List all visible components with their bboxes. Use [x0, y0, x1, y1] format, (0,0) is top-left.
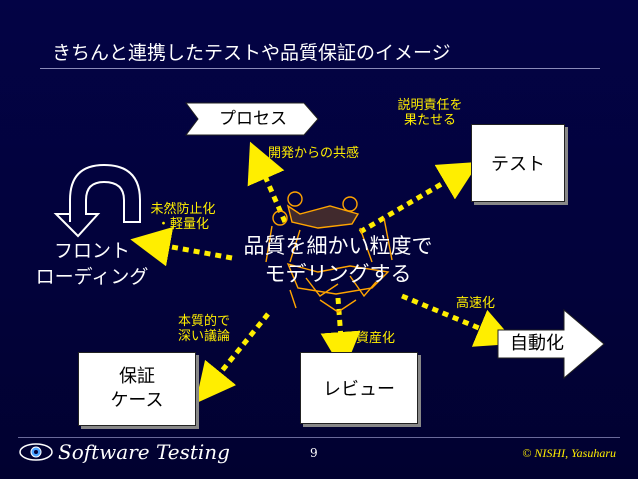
automation-node: 自動化 — [510, 333, 564, 354]
footer-copyright: © NISHI, Yasuharu — [522, 446, 616, 460]
edge-label-assurance: 本質的で 深い議論 — [168, 314, 240, 344]
assurance-case-node: 保証 ケース — [78, 352, 196, 426]
title-underline — [40, 68, 600, 69]
assurance-line1: 保証 — [119, 366, 155, 387]
center-concept: 品質を細かい粒度で モデリングする — [208, 232, 468, 288]
arrow-to-process — [247, 141, 288, 223]
frontloading-line1: フロント — [53, 240, 130, 262]
footer-brand: Software Testing — [58, 440, 230, 464]
review-node: レビュー — [300, 352, 418, 424]
edge-label-frontloading-line1: 未然防止化 — [150, 202, 216, 217]
people-discussion-icon — [265, 191, 393, 313]
edge-label-frontloading: 未然防止化 ・軽量化 — [138, 202, 228, 232]
edge-label-assurance-line1: 本質的で — [177, 314, 230, 329]
center-line1: 品質を細かい粒度で — [243, 234, 433, 258]
review-node-label: レビュー — [323, 379, 395, 400]
process-node: プロセス — [219, 109, 287, 129]
edge-label-automation: 高速化 — [456, 296, 496, 311]
edge-label-test: 説明責任を 果たせる — [390, 98, 470, 128]
eye-logo-icon — [19, 443, 53, 461]
slide-title: きちんと連携したテストや品質保証のイメージ — [52, 42, 451, 64]
test-node-label: テスト — [491, 154, 545, 175]
frontloading-line2: ローディング — [35, 266, 149, 288]
page-number: 9 — [310, 446, 318, 460]
arrow-to-frontloading — [130, 226, 233, 267]
automation-shape — [497, 308, 605, 380]
edge-label-review: 資産化 — [356, 331, 396, 346]
edge-label-assurance-line2: 深い議論 — [177, 329, 230, 344]
edge-label-process: 開発からの共感 — [268, 146, 360, 161]
arrow-to-test — [358, 161, 480, 235]
frontloading-node: フロント ローディング — [22, 238, 162, 290]
edge-label-frontloading-line2: ・軽量化 — [156, 217, 209, 232]
process-shape — [185, 102, 319, 136]
test-node: テスト — [471, 124, 565, 202]
u-turn-arrow-icon — [53, 163, 141, 238]
center-line2: モデリングする — [264, 262, 412, 286]
assurance-line2: ケース — [110, 390, 164, 411]
arrow-to-review — [320, 297, 361, 372]
edge-label-test-line1: 説明責任を — [397, 98, 463, 113]
arrow-to-assurance — [195, 312, 270, 404]
footer-divider — [18, 437, 620, 438]
edge-label-test-line2: 果たせる — [403, 113, 456, 128]
